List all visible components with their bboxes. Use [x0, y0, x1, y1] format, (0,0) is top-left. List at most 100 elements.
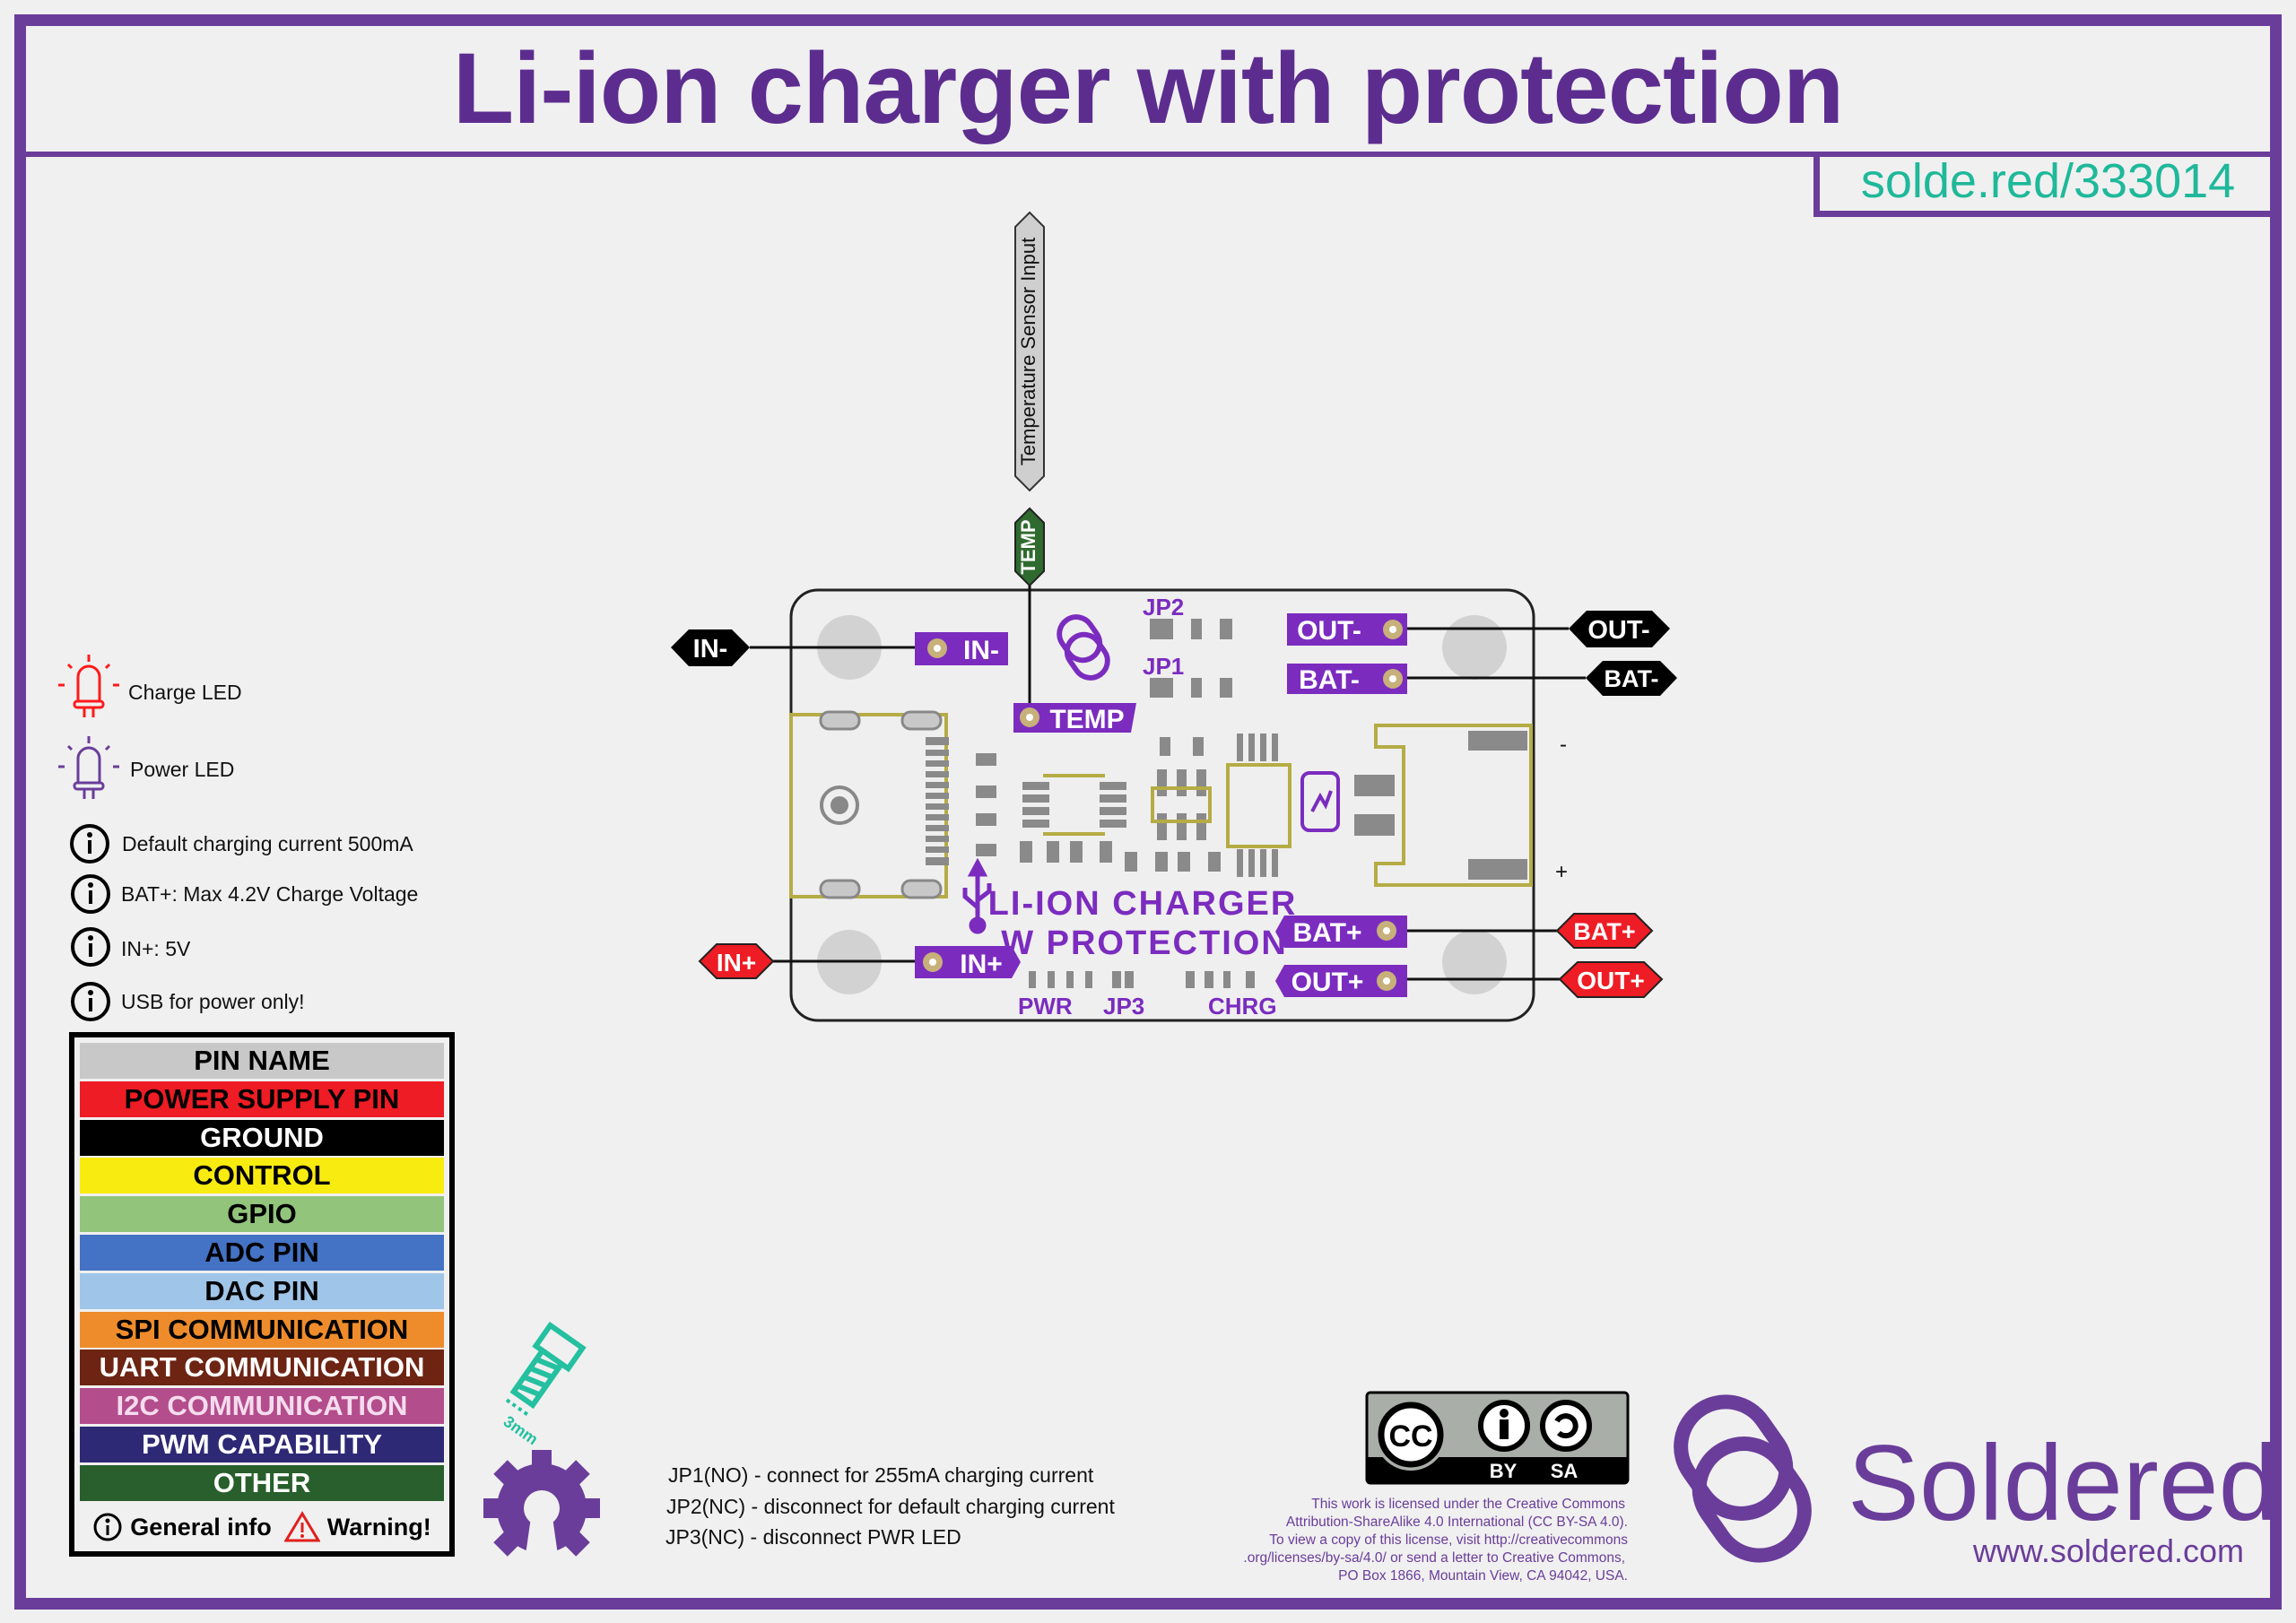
title-bar: Li-ion charger with protection: [26, 26, 2270, 157]
info-icon: [71, 874, 110, 914]
license-line: Attribution-ShareAlike 4.0 International…: [1286, 1515, 1628, 1530]
pin-legend-row: SPI COMMUNICATION: [80, 1311, 444, 1348]
screw-size-label: 3mm: [500, 1412, 542, 1448]
pin-tag-bat-minus: BAT-: [1586, 661, 1677, 696]
jumper-note: JP1(NO) - connect for 255mA charging cur…: [668, 1463, 1094, 1487]
pin-tag-out-minus: OUT-: [1569, 611, 1670, 647]
pad-in-plus: IN+: [915, 946, 1021, 979]
board-title-line2: W PROTECTION: [1001, 924, 1288, 962]
chrg-label: CHRG: [1208, 993, 1277, 1020]
temp-pin-tag: TEMP: [1014, 507, 1045, 587]
pad-label: BAT-: [1299, 665, 1360, 695]
power-led-icon: [58, 736, 119, 799]
silkscreen-text: JP2 JP1 LI-ION CHARGER W PROTECTION PWR …: [988, 594, 1298, 1020]
mounting-hole: [1442, 930, 1507, 994]
temp-pin-label: TEMP: [1017, 519, 1039, 574]
pin-legend-row: CONTROL: [80, 1158, 444, 1194]
mounting-hole: [1442, 615, 1507, 680]
info-text: IN+: 5V: [121, 937, 191, 960]
info-text: USB for power only!: [121, 990, 305, 1013]
pad-label: IN+: [960, 950, 1003, 979]
pad-bat-minus: BAT-: [1287, 664, 1407, 695]
info-text: BAT+: Max 4.2V Charge Voltage: [121, 882, 418, 906]
jumper-notes: JP1(NO) - connect for 255mA charging cur…: [665, 1463, 1115, 1549]
pad-label: OUT+: [1292, 968, 1364, 997]
url-box: solde.red/333014: [1813, 152, 2276, 217]
temp-sensor-tag: Temperature Sensor Input: [1014, 211, 1045, 492]
pad-in-minus: IN-: [915, 632, 1008, 665]
pwr-label: PWR: [1018, 993, 1073, 1020]
pin-tag-label: OUT-: [1587, 616, 1649, 645]
pad-out-minus: OUT-: [1287, 613, 1407, 646]
silkscreen-outlines: [1043, 724, 1533, 887]
pin-legend-row: I2C COMMUNICATION: [80, 1388, 444, 1425]
page-title: Li-ion charger with protection: [452, 32, 1844, 144]
info-icon: [70, 824, 109, 864]
pad-out-plus: OUT+: [1275, 965, 1407, 997]
pin-tag-label: IN-: [693, 635, 728, 664]
info-list: Default charging current 500mA BAT+: Max…: [70, 824, 418, 1021]
pin-legend-row: PIN NAME: [80, 1043, 444, 1079]
jumper-note: JP2(NC) - disconnect for default chargin…: [666, 1495, 1115, 1518]
open-hardware-gear-icon: [483, 1450, 600, 1567]
brand-name: Soldered: [1848, 1423, 2278, 1543]
warning-icon: [283, 1511, 320, 1542]
pin-legend-row: GROUND: [80, 1119, 444, 1156]
jp2-label: JP2: [1143, 594, 1184, 621]
pad-label: OUT-: [1297, 616, 1361, 646]
general-info-label: General info: [130, 1514, 272, 1541]
license-text: This work is licensed under the Creative…: [1243, 1497, 1628, 1584]
pad-bat-plus: BAT+: [1275, 916, 1407, 948]
pin-tag-in-minus: IN-: [671, 629, 750, 666]
info-icon: [71, 927, 110, 967]
pin-tag-label: BAT+: [1573, 918, 1635, 945]
battery-minus-mark: -: [1560, 733, 1567, 757]
screw-icon: [505, 1321, 587, 1416]
charge-led-label: Charge LED: [128, 681, 242, 704]
pin-tag-label: IN+: [717, 949, 756, 976]
license-line: PO Box 1866, Mountain View, CA 94042, US…: [1338, 1568, 1628, 1584]
cc-by-sa-badge: CC BY SA: [1365, 1391, 1630, 1485]
license-line: To view a copy of this license, visit ht…: [1269, 1532, 1628, 1548]
jp3-label: JP3: [1103, 993, 1144, 1020]
pin-tag-label: OUT+: [1577, 967, 1644, 994]
pin-tag-label: BAT-: [1605, 665, 1659, 692]
pin-legend-row: ADC PIN: [80, 1235, 444, 1271]
pin-legend-row: PWM CAPABILITY: [80, 1427, 444, 1462]
pin-tag-out-plus: OUT+: [1558, 961, 1664, 998]
soldered-logo-icon: [1674, 1394, 1812, 1563]
usb-connector: [789, 710, 996, 899]
warning-label: Warning!: [326, 1514, 431, 1541]
pad-label: TEMP: [1049, 705, 1124, 734]
connection-lines: [750, 586, 1586, 981]
pin-legend-row: DAC PIN: [80, 1272, 444, 1309]
pin-tag-in-plus: IN+: [698, 943, 775, 979]
info-text: Default charging current 500mA: [122, 832, 413, 855]
license-line: .org/licenses/by-sa/4.0/ or send a lette…: [1243, 1550, 1625, 1566]
brand-url-link[interactable]: www.soldered.com: [1972, 1532, 2244, 1569]
warning-item: Warning!: [283, 1507, 431, 1547]
jumper-note: JP3(NC) - disconnect PWR LED: [665, 1525, 961, 1549]
pad-temp: TEMP: [1013, 703, 1136, 734]
pin-tag-bat-plus: BAT+: [1555, 913, 1654, 949]
info-icon: [71, 982, 110, 1021]
battery-icon: [1300, 771, 1340, 832]
battery-plus-mark: +: [1555, 860, 1568, 884]
charge-led-icon: [58, 655, 119, 717]
license-line: This work is licensed under the Creative…: [1311, 1497, 1625, 1512]
general-info-item: General info: [92, 1507, 272, 1547]
power-led-label: Power LED: [130, 758, 234, 781]
product-url-link[interactable]: solde.red/333014: [1860, 154, 2236, 208]
cc-sa-label: SA: [1551, 1460, 1578, 1482]
pad-label: IN-: [963, 636, 999, 665]
soldered-board-logo-icon: [1057, 614, 1110, 681]
pin-legend-row: OTHER: [80, 1464, 444, 1501]
cc-by-label: BY: [1490, 1460, 1518, 1482]
info-icon: [93, 1513, 122, 1541]
smd-components: [1020, 619, 1527, 988]
usb-symbol-icon: [962, 857, 992, 934]
board-title-line1: LI-ION CHARGER: [988, 885, 1298, 923]
pin-legend-row: GPIO: [80, 1196, 444, 1233]
